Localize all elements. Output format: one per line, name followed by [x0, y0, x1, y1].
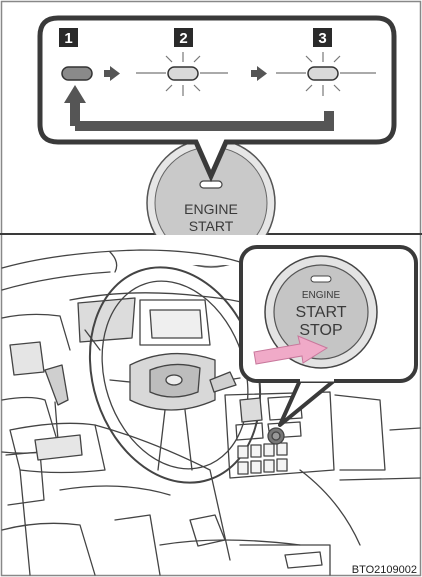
top-button-label-line1: ENGINE [184, 201, 238, 217]
top-button-label-line2: START [189, 218, 234, 234]
step-2-number: 2 [179, 30, 187, 47]
inset-button-label-line3: STOP [299, 322, 342, 339]
inset-button-label-line2: START [296, 304, 347, 321]
lamp-off-indicator [62, 67, 92, 80]
step-1-badge: 1 [59, 28, 78, 47]
figure-code: BTO2109002 [352, 564, 417, 576]
inset-button-indicator-lamp [311, 276, 331, 282]
step-3-number: 3 [318, 30, 326, 47]
step-1-number: 1 [64, 30, 72, 47]
inset-button-label-line1: ENGINE [302, 290, 341, 301]
step-2-badge: 2 [174, 28, 193, 47]
step-3-badge: 3 [313, 28, 332, 47]
